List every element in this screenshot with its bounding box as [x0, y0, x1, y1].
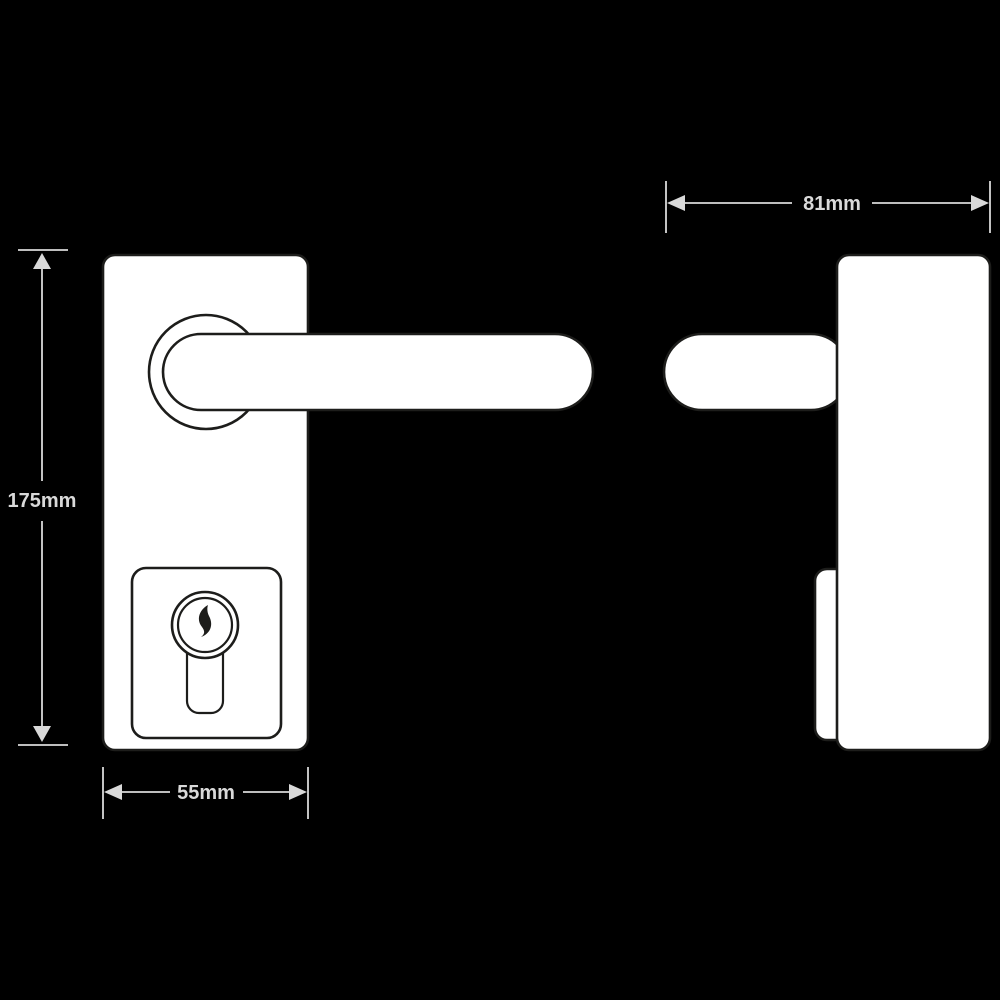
height-label: 175mm	[8, 490, 77, 512]
width-label: 55mm	[177, 782, 235, 804]
front-view	[101, 253, 595, 752]
side-view	[662, 253, 992, 752]
dimension-height: 175mm	[8, 249, 77, 746]
height-arrow-down-icon	[33, 726, 51, 742]
dimension-width: 55mm	[102, 767, 309, 819]
depth-arrow-right-icon	[971, 195, 989, 211]
side-plate	[835, 253, 992, 752]
height-arrow-up-icon	[33, 253, 51, 269]
width-arrow-left-icon	[104, 784, 122, 800]
keyway-icon	[198, 605, 212, 637]
cylinder-escutcheon	[130, 566, 283, 740]
depth-arrow-left-icon	[667, 195, 685, 211]
depth-label: 81mm	[803, 193, 861, 215]
width-arrow-right-icon	[289, 784, 307, 800]
front-lever-handle	[161, 332, 595, 412]
dimension-depth: 81mm	[665, 181, 991, 233]
side-lever-handle	[662, 332, 851, 412]
